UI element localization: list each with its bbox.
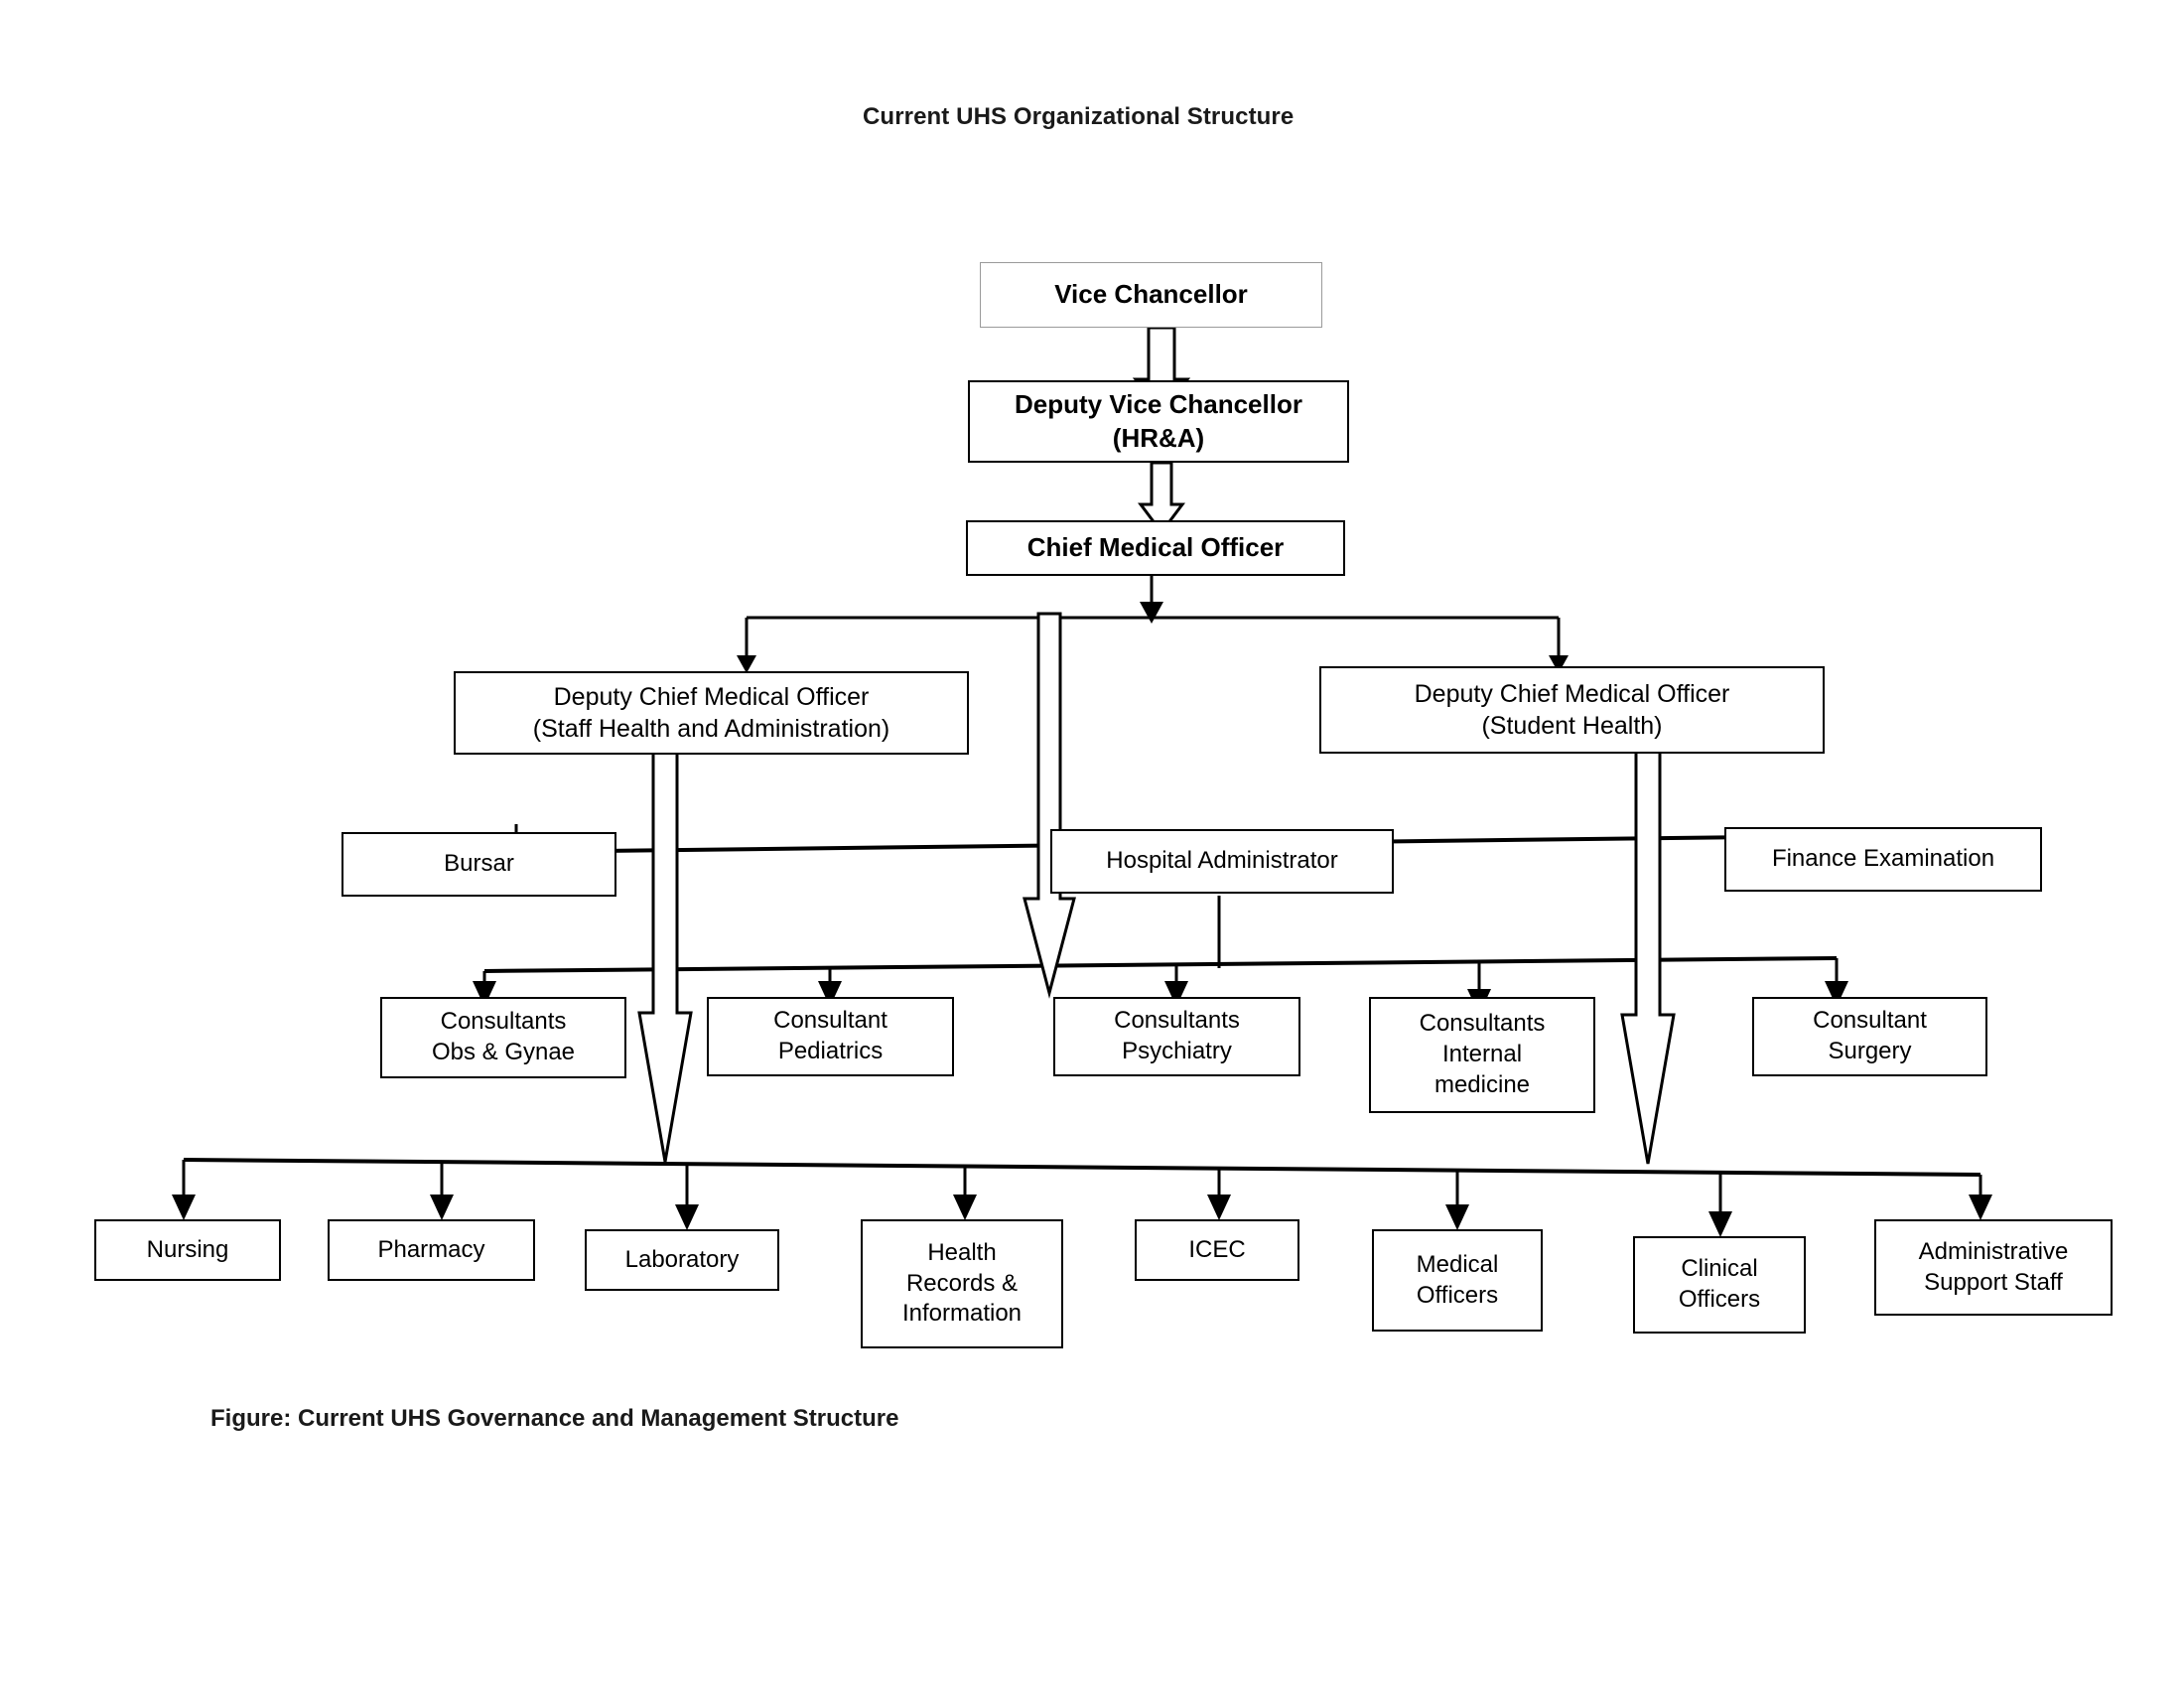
- node-label-line1: Consultant: [1813, 1007, 1927, 1035]
- node-consultants-obs-gynae[interactable]: Consultants Obs & Gynae: [380, 997, 626, 1078]
- node-label-line2: (Staff Health and Administration): [532, 715, 890, 743]
- node-label-line1: Consultants: [440, 1008, 567, 1036]
- node-label: Chief Medical Officer: [1026, 532, 1285, 563]
- node-nursing[interactable]: Nursing: [94, 1219, 281, 1281]
- node-label-line1: Deputy Chief Medical Officer: [1414, 680, 1730, 708]
- node-label-line2: Records &: [905, 1269, 1019, 1297]
- node-label-line1: Consultant: [773, 1007, 887, 1035]
- node-chief-medical-officer[interactable]: Chief Medical Officer: [966, 520, 1345, 576]
- node-label-line2: Support Staff: [1924, 1268, 2063, 1296]
- arrow-clinicalofficers-head: [1708, 1211, 1732, 1237]
- arrow-nursing-head: [172, 1195, 196, 1220]
- node-pharmacy[interactable]: Pharmacy: [328, 1219, 535, 1281]
- arrow-surgery-head: [1825, 981, 1848, 1007]
- node-label: Nursing: [146, 1235, 229, 1263]
- bus-consultants: [483, 956, 1838, 973]
- node-finance-examination[interactable]: Finance Examination: [1724, 827, 2042, 892]
- figure-caption: Figure: Current UHS Governance and Manag…: [210, 1405, 899, 1432]
- arrow-dcmo-staff-head: [737, 655, 756, 673]
- node-label: Hospital Administrator: [1106, 847, 1338, 875]
- node-medical-officers[interactable]: Medical Officers: [1372, 1229, 1543, 1332]
- arrow-laboratory-head: [675, 1204, 699, 1230]
- node-deputy-cmo-staff-health[interactable]: Deputy Chief Medical Officer (Staff Heal…: [454, 671, 969, 755]
- node-label-line2: Officers: [1416, 1281, 1499, 1309]
- node-label-line2: (HR&A): [1112, 422, 1205, 453]
- node-label-line1: Clinical: [1681, 1255, 1758, 1283]
- arrow-cmo-head: [1140, 602, 1163, 624]
- node-consultants-internal-medicine[interactable]: Consultants Internal medicine: [1369, 997, 1595, 1113]
- node-label: Finance Examination: [1771, 845, 1995, 873]
- block-arrow-cmo-to-consultants: [1023, 612, 1076, 999]
- node-label-line2: Psychiatry: [1122, 1038, 1232, 1064]
- node-deputy-cmo-student-health[interactable]: Deputy Chief Medical Officer (Student He…: [1319, 666, 1825, 754]
- node-label-line2: Pediatrics: [777, 1038, 884, 1064]
- node-label-line2: Surgery: [1828, 1038, 1912, 1064]
- node-label: Bursar: [444, 850, 514, 878]
- node-label: ICEC: [1188, 1235, 1246, 1263]
- node-label-line2: Obs & Gynae: [431, 1039, 576, 1065]
- node-label: Pharmacy: [377, 1235, 485, 1263]
- node-vice-chancellor[interactable]: Vice Chancellor: [980, 262, 1322, 328]
- node-label-line2: (Student Health): [1481, 712, 1663, 740]
- block-arrow-dvc-to-cmo: [1138, 461, 1185, 535]
- node-label-line1: Deputy Chief Medical Officer: [553, 683, 870, 711]
- node-icec[interactable]: ICEC: [1135, 1219, 1299, 1281]
- node-deputy-vice-chancellor[interactable]: Deputy Vice Chancellor (HR&A): [968, 380, 1349, 463]
- node-health-records-information[interactable]: Health Records & Information: [861, 1219, 1063, 1348]
- node-administrative-support-staff[interactable]: Administrative Support Staff: [1874, 1219, 2113, 1316]
- arrow-peds-head: [818, 981, 842, 1007]
- node-consultant-surgery[interactable]: Consultant Surgery: [1752, 997, 1987, 1076]
- node-hospital-administrator[interactable]: Hospital Administrator: [1050, 829, 1394, 894]
- arrow-dcmo-student-head: [1549, 655, 1569, 673]
- node-consultant-pediatrics[interactable]: Consultant Pediatrics: [707, 997, 954, 1076]
- arrow-healthrecords-head: [953, 1195, 977, 1220]
- node-label-line1: Medical: [1416, 1250, 1499, 1278]
- node-label-line3: Information: [901, 1300, 1023, 1328]
- node-label-line2: Officers: [1678, 1286, 1761, 1313]
- arrow-icec-head: [1207, 1195, 1231, 1220]
- arrow-psych-head: [1164, 981, 1188, 1007]
- block-arrow-dcmo-student-to-support: [1620, 743, 1676, 1165]
- node-label-line3: medicine: [1433, 1070, 1531, 1098]
- node-consultants-psychiatry[interactable]: Consultants Psychiatry: [1053, 997, 1300, 1076]
- node-label-line1: Consultants: [1114, 1007, 1240, 1035]
- node-label-line1: Deputy Vice Chancellor: [1015, 389, 1302, 420]
- arrow-adminsupport-head: [1969, 1195, 1992, 1220]
- node-label: Vice Chancellor: [1054, 279, 1248, 310]
- node-clinical-officers[interactable]: Clinical Officers: [1633, 1236, 1806, 1334]
- page-title: Current UHS Organizational Structure: [863, 103, 1295, 130]
- bus-support-staff: [183, 1158, 1981, 1177]
- node-laboratory[interactable]: Laboratory: [585, 1229, 779, 1291]
- node-label-line1: Consultants: [1419, 1010, 1546, 1038]
- block-arrow-dcmo-staff-to-support: [637, 738, 693, 1163]
- node-bursar[interactable]: Bursar: [341, 832, 616, 897]
- node-label-line1: Administrative: [1918, 1237, 2069, 1265]
- node-label-line2: Internal: [1441, 1041, 1523, 1068]
- node-label: Laboratory: [624, 1245, 740, 1273]
- node-label-line1: Health: [927, 1238, 997, 1266]
- arrow-obs-head: [473, 981, 496, 1007]
- arrow-pharmacy-head: [430, 1195, 454, 1220]
- arrow-medicalofficers-head: [1445, 1204, 1469, 1230]
